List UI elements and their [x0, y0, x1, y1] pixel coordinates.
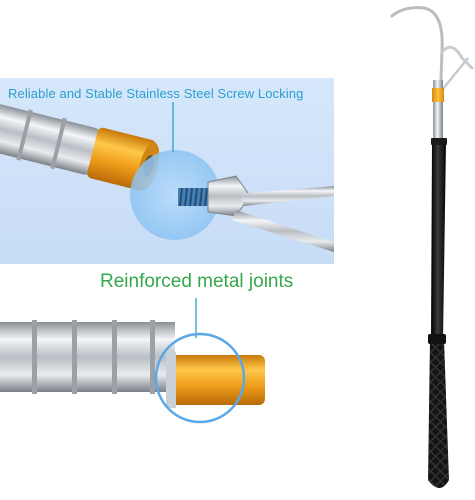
screw-thread	[178, 187, 210, 207]
metal-joint-closeup	[0, 320, 265, 424]
telescopic-gaff-hook-pole	[390, 6, 474, 488]
screw-locking-caption: Reliable and Stable Stainless Steel Scre…	[8, 86, 304, 101]
joints-caption: Reinforced metal joints	[100, 271, 294, 292]
highlight-circle	[130, 150, 220, 240]
screw-joint-closeup	[0, 102, 334, 252]
joint-highlight-ring	[154, 332, 246, 424]
